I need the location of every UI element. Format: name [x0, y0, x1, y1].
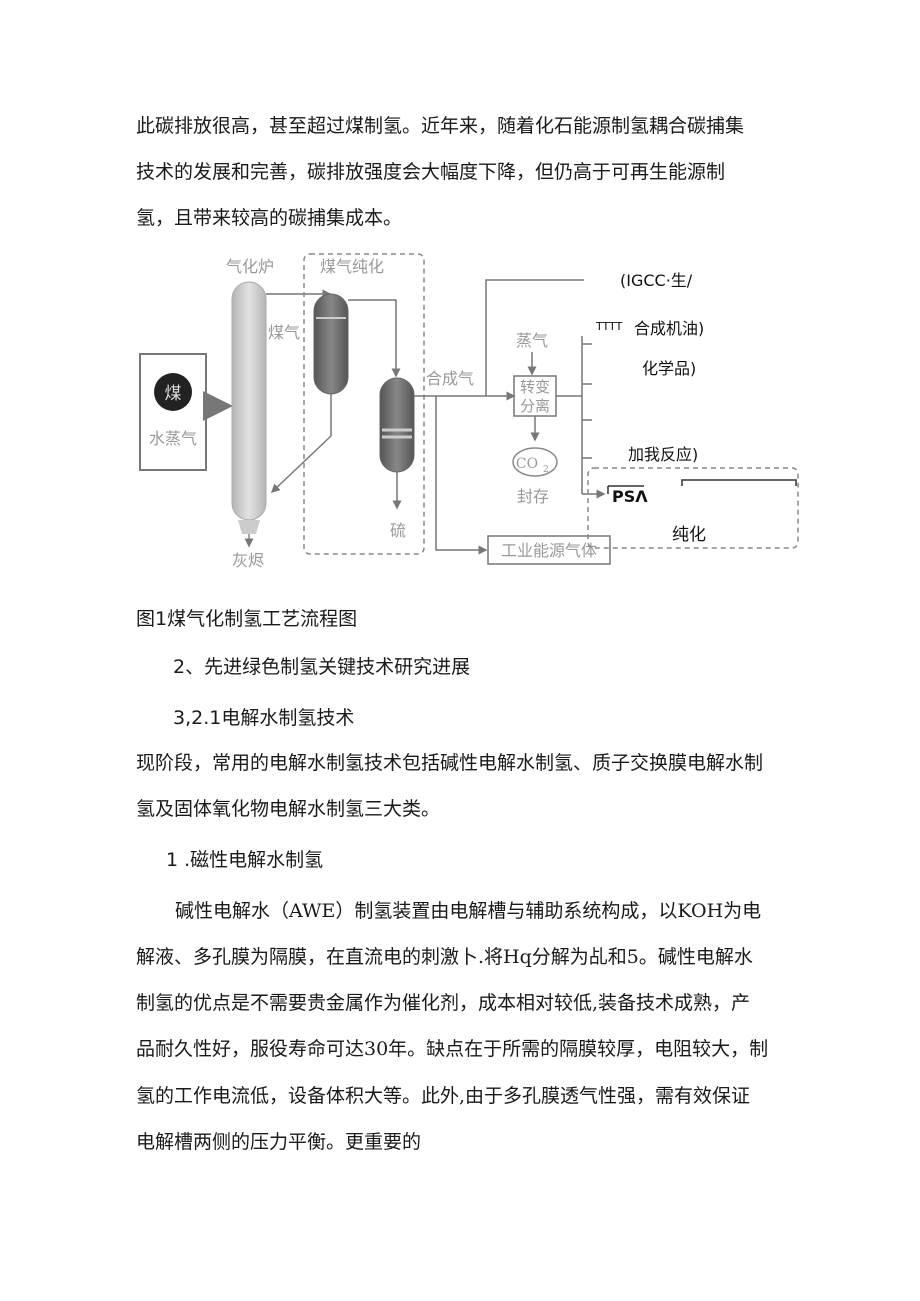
shift-label-2: 分离 [520, 397, 550, 415]
steam-label: 蒸气 [516, 331, 548, 350]
feed-box [139, 353, 207, 471]
purification-label: 煤气纯化 [320, 257, 384, 276]
intro-line-1: 此碳排放很高，甚至超过煤制氢。近年来，随着化石能源制氢耦合碳捕集 [136, 115, 745, 137]
gasifier-vessel [231, 281, 267, 521]
subsection-title: 3,2.1电解水制氢技术 [173, 707, 355, 729]
industrial-gas-box [487, 535, 611, 565]
coal-gasification-flow-diagram: 煤 水蒸气 气化炉 灰烬 煤气 煤气纯化 硫 合成气 工业能源气体 蒸气 转变 … [139, 253, 799, 570]
syngas-label: 合成气 [426, 369, 474, 388]
hydrogenation-label: 加我反应) [628, 445, 698, 464]
figure-caption: 图1煤气化制氢工艺流程图 [136, 608, 358, 630]
intro-line-3: 氢，且带来较高的碳捕集成本。 [136, 207, 403, 229]
para2-line-1: 碱性电解水（AWE）制氢装置由电解槽与辅助系统构成，以KOH为电 [175, 900, 762, 922]
co2-subscript: 2 [543, 465, 549, 475]
para2-line-2: 解液、多孔膜为隔膜，在直流电的刺激卜.将Hq分解为乩和5。碱性电解水 [136, 946, 753, 968]
storage-label: 封存 [517, 487, 549, 506]
psa-region [587, 467, 799, 549]
ticks-label: TTTT [595, 320, 623, 333]
steam-water-label: 水蒸气 [149, 429, 197, 448]
coal-icon [154, 373, 192, 411]
purifier-vessel-2 [379, 377, 415, 473]
sulfur-label: 硫 [390, 521, 406, 540]
industrial-gas-label: 工业能源气体 [501, 541, 597, 560]
coal-label: 煤 [165, 384, 182, 404]
synoil-label: 合成机油) [634, 319, 704, 338]
purifier-vessel-1 [313, 293, 349, 395]
coal-gas-label: 煤气 [268, 323, 300, 342]
co2-vessel [512, 447, 558, 477]
section-title: 2、先进绿色制氢关键技术研究进展 [173, 656, 471, 678]
gasifier-outlet [238, 520, 260, 534]
para1-line-1: 现阶段，常用的电解水制氢技术包括碱性电解水制氢、质子交换膜电解水制 [136, 752, 764, 774]
intro-line-2: 技术的发展和完善，碳排放强度会大幅度下降，但仍高于可再生能源制 [136, 161, 726, 183]
para2-line-3: 制氢的优点是不需要贵金属作为催化剂，成本相对较低,装备技术成熟，产 [136, 992, 751, 1014]
para1-line-2: 氢及固体氧化物电解水制氢三大类。 [136, 798, 441, 820]
psa-label: PSΛ [612, 487, 648, 506]
purification-box [303, 253, 425, 555]
para2-line-4: 品耐久性好，服役寿命可达30年。缺点在于所需的隔膜较厚，电阻较大，制 [136, 1038, 769, 1060]
gasifier-label: 气化炉 [226, 257, 274, 276]
para2-line-5: 氢的工作电流低，设备体积大等。此外,由于多孔膜透气性强，需有效保证 [136, 1085, 751, 1107]
co2-label: CO [516, 456, 538, 472]
para2-line-6: 电解槽两侧的压力平衡。更重要的 [136, 1131, 422, 1153]
subheading: 1 .磁性电解水制氢 [166, 849, 324, 871]
shift-label-1: 转变 [520, 378, 550, 396]
chemicals-label: 化学品) [642, 359, 696, 378]
ash-label: 灰烬 [232, 551, 264, 570]
purify-label: 纯化 [672, 525, 706, 545]
igcc-label: (IGCC·生/ [620, 271, 693, 290]
